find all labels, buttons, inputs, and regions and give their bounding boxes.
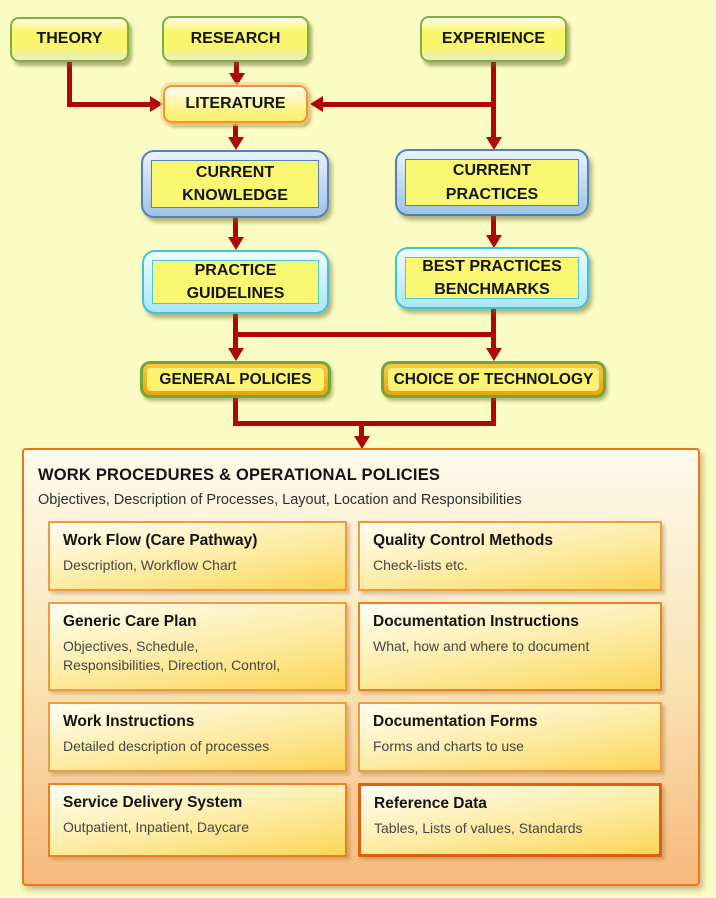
card-reference-data: Reference Data Tables, Lists of values, … (358, 783, 662, 857)
node-current-practices-label: CURRENT PRACTICES (445, 162, 539, 203)
card-work-flow: Work Flow (Care Pathway) Description, Wo… (48, 521, 347, 591)
arrowhead-into-best-practices (486, 235, 502, 248)
arrow-choice-down-line (491, 397, 496, 426)
node-research-label: RESEARCH (190, 29, 281, 47)
arrow-experience-to-literature-line (323, 102, 494, 107)
arrowhead-into-literature-left (150, 96, 163, 112)
card-generic-care-plan-body: Objectives, Schedule, Responsibilities, … (63, 638, 281, 673)
node-literature: LITERATURE (163, 85, 308, 123)
panel-cards-grid: Work Flow (Care Pathway) Description, Wo… (48, 521, 698, 857)
card-work-instructions-title: Work Instructions (63, 713, 195, 730)
arrow-knowledge-down-line (233, 218, 238, 238)
work-procedures-panel: WORK PROCEDURES & OPERATIONAL POLICIES O… (22, 448, 700, 886)
node-current-knowledge-label: CURRENT KNOWLEDGE (182, 163, 288, 204)
arrow-research-down-line (234, 62, 239, 74)
card-service-delivery-system: Service Delivery System Outpatient, Inpa… (48, 783, 347, 857)
crossbar-policies-technology (233, 421, 496, 426)
card-work-flow-body: Description, Workflow Chart (63, 557, 237, 573)
arrow-experience-down-line (491, 62, 496, 138)
panel-subtitle: Objectives, Description of Processes, La… (38, 492, 522, 508)
arrowhead-into-practice-guidelines (228, 237, 244, 250)
node-general-policies: GENERAL POLICIES (140, 361, 331, 398)
arrowhead-into-work-procedures-panel (354, 436, 370, 449)
panel-title: WORK PROCEDURES & OPERATIONAL POLICIES (38, 466, 441, 484)
card-documentation-instructions-title: Documentation Instructions (373, 613, 579, 630)
arrowhead-into-general-policies (228, 348, 244, 361)
card-service-delivery-system-title: Service Delivery System (63, 794, 243, 811)
card-work-flow-title: Work Flow (Care Pathway) (63, 532, 258, 549)
card-documentation-forms-body: Forms and charts to use (373, 738, 524, 754)
arrow-theory-to-literature-line (67, 102, 150, 107)
node-practice-guidelines: PRACTICE GUIDELINES (142, 250, 329, 314)
node-theory: THEORY (10, 17, 129, 62)
card-generic-care-plan: Generic Care Plan Objectives, Schedule, … (48, 602, 347, 691)
node-experience: EXPERIENCE (420, 16, 567, 62)
node-current-knowledge: CURRENT KNOWLEDGE (141, 150, 329, 218)
card-service-delivery-system-body: Outpatient, Inpatient, Daycare (63, 819, 249, 835)
node-literature-label: LITERATURE (185, 94, 286, 112)
arrowhead-into-literature-right (310, 96, 323, 112)
card-quality-control-methods-title: Quality Control Methods (373, 532, 553, 549)
card-documentation-forms-title: Documentation Forms (373, 713, 538, 730)
arrow-general-policies-down-line (233, 397, 238, 426)
arrowhead-into-literature-top (229, 73, 245, 86)
node-current-practices: CURRENT PRACTICES (395, 149, 589, 216)
node-research: RESEARCH (162, 16, 309, 62)
arrow-benchmarks-down-line (491, 309, 496, 349)
card-quality-control-methods: Quality Control Methods Check-lists etc. (358, 521, 662, 591)
arrow-to-panel-line (359, 423, 364, 437)
arrow-theory-down-line (67, 62, 72, 107)
card-reference-data-body: Tables, Lists of values, Standards (374, 820, 583, 836)
arrow-literature-down-line (233, 124, 238, 138)
arrowhead-into-choice-of-technology (486, 348, 502, 361)
arrowhead-into-current-practices (486, 137, 502, 150)
arrow-to-general-policies-line (233, 334, 238, 349)
arrow-guidelines-down-line (233, 314, 238, 336)
arrow-practices-down-line (491, 216, 496, 236)
node-choice-of-technology: CHOICE OF TECHNOLOGY (381, 361, 606, 398)
crossbar-guidelines-benchmarks (233, 332, 496, 337)
card-generic-care-plan-title: Generic Care Plan (63, 613, 197, 630)
node-practice-guidelines-label: PRACTICE GUIDELINES (186, 261, 285, 302)
node-choice-of-technology-label: CHOICE OF TECHNOLOGY (393, 370, 594, 388)
card-documentation-forms: Documentation Forms Forms and charts to … (358, 702, 662, 772)
card-documentation-instructions: Documentation Instructions What, how and… (358, 602, 662, 691)
node-theory-label: THEORY (36, 30, 103, 48)
node-best-practices-benchmarks: BEST PRACTICES BENCHMARKS (395, 247, 589, 309)
arrowhead-into-current-knowledge (228, 137, 244, 150)
card-reference-data-title: Reference Data (374, 795, 487, 812)
card-documentation-instructions-body: What, how and where to document (373, 638, 590, 654)
card-quality-control-methods-body: Check-lists etc. (373, 557, 468, 573)
node-best-practices-benchmarks-label: BEST PRACTICES BENCHMARKS (422, 257, 562, 298)
card-work-instructions-body: Detailed description of processes (63, 738, 270, 754)
node-general-policies-label: GENERAL POLICIES (159, 370, 312, 388)
node-experience-label: EXPERIENCE (441, 29, 546, 47)
card-work-instructions: Work Instructions Detailed description o… (48, 702, 347, 772)
